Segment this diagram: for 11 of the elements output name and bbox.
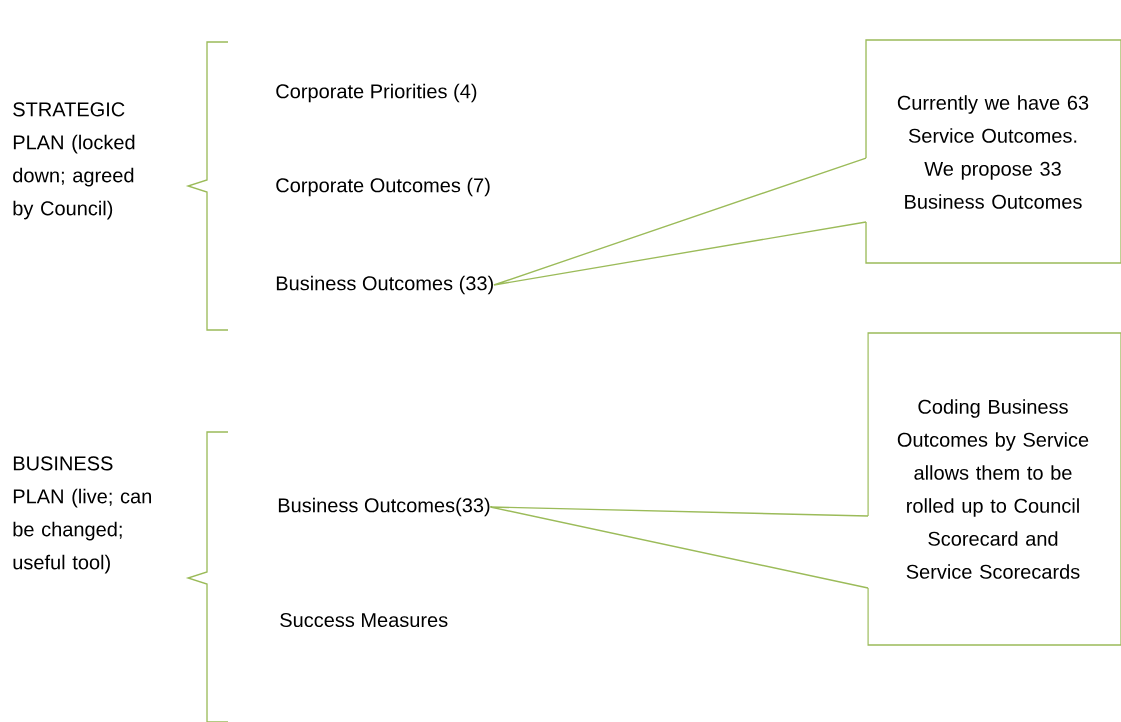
plan-heading: STRATEGIC PLAN (locked down; agreed by Council) xyxy=(13,102,135,220)
list-item: Corporate Priorities (4) xyxy=(276,83,477,103)
leader-line xyxy=(489,506,869,589)
list-item: Business Outcomes (33) xyxy=(276,275,493,295)
callout-box: Coding Business Outcomes by Service allows them to be rolled up to Council Scorecard and Service Scorecards xyxy=(867,332,1121,646)
callout-box: Currently we have 63 Service Outcomes. We propose 33 Business Outcomes xyxy=(865,39,1121,264)
plan-heading: BUSINESS PLAN (live; can be changed; useful tool) xyxy=(13,456,151,574)
list-item: Success Measures xyxy=(280,612,448,628)
list-item: Corporate Outcomes (7) xyxy=(276,177,490,197)
leader-line xyxy=(493,157,867,286)
list-item: Business Outcomes(33) xyxy=(278,497,490,517)
